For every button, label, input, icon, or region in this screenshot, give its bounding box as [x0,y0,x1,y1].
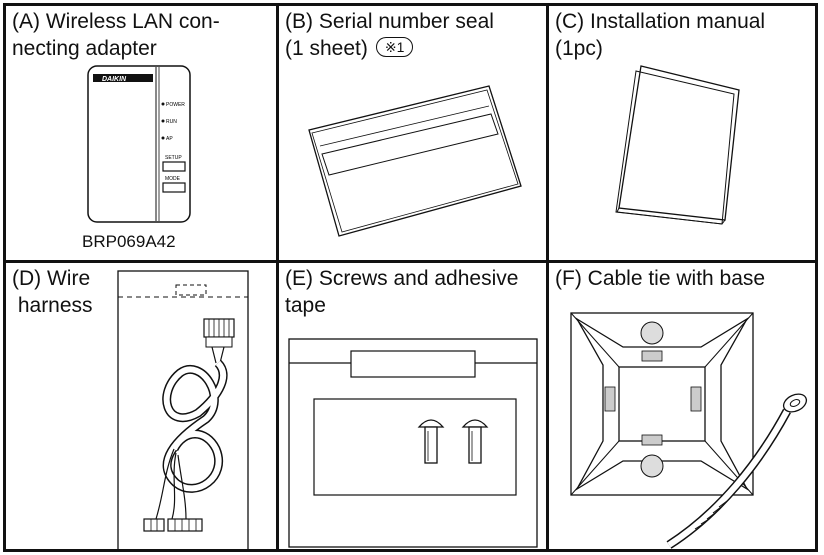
cable-tie-with-base-illustration [570,312,808,549]
mode-button-label: MODE [165,176,181,182]
brand-logo [93,74,153,82]
mode-button [162,182,186,193]
accessory-table: (A) Wireless LAN con- necting adapter DA… [3,3,818,552]
screws-and-tape-illustration [288,338,538,548]
cell-screws-and-tape: (E) Screws and adhesive tape [279,263,546,549]
cell-label: (A) Wireless LAN con- necting adapter [12,10,220,60]
divider [6,260,815,263]
installation-manual-illustration [615,65,740,225]
cell-cable-tie-with-base: (F) Cable tie with base [549,263,815,549]
screw [461,419,489,464]
model-number: BRP069A42 [82,232,176,251]
cell-serial-number-seal: (B) Serial number seal (1 sheet)※1 [279,6,546,260]
power-indicator-label: POWER [166,102,185,108]
divider [546,6,549,549]
divider [276,6,279,549]
cell-installation-manual: (C) Installation manual (1pc) [549,6,815,260]
wire-harness-illustration [117,270,249,549]
cell-label: (C) Installation manual (1pc) [555,10,766,60]
cable-tie [666,393,808,549]
setup-button [162,161,186,172]
screw [417,419,445,464]
run-indicator-label: RUN [166,119,177,125]
brand-text: DAIKIN [102,76,127,83]
cell-label: (D) Wire harness [12,267,93,317]
note-badge: ※1 [375,37,414,57]
setup-button-label: SETUP [165,155,182,161]
ap-indicator-label: AP [166,136,173,142]
serial-number-seal-illustration [308,85,522,237]
cell-label: (B) Serial number seal (1 sheet)※1 [285,10,494,60]
wireless-lan-adapter-illustration: DAIKIN POWER RUN AP SETUP MODE [87,65,191,223]
cell-wire-harness: (D) Wire harness [6,263,276,549]
cell-label: (E) Screws and adhesive tape [285,267,519,317]
cell-label: (F) Cable tie with base [555,267,766,290]
cell-wireless-lan-adapter: (A) Wireless LAN con- necting adapter DA… [6,6,276,260]
